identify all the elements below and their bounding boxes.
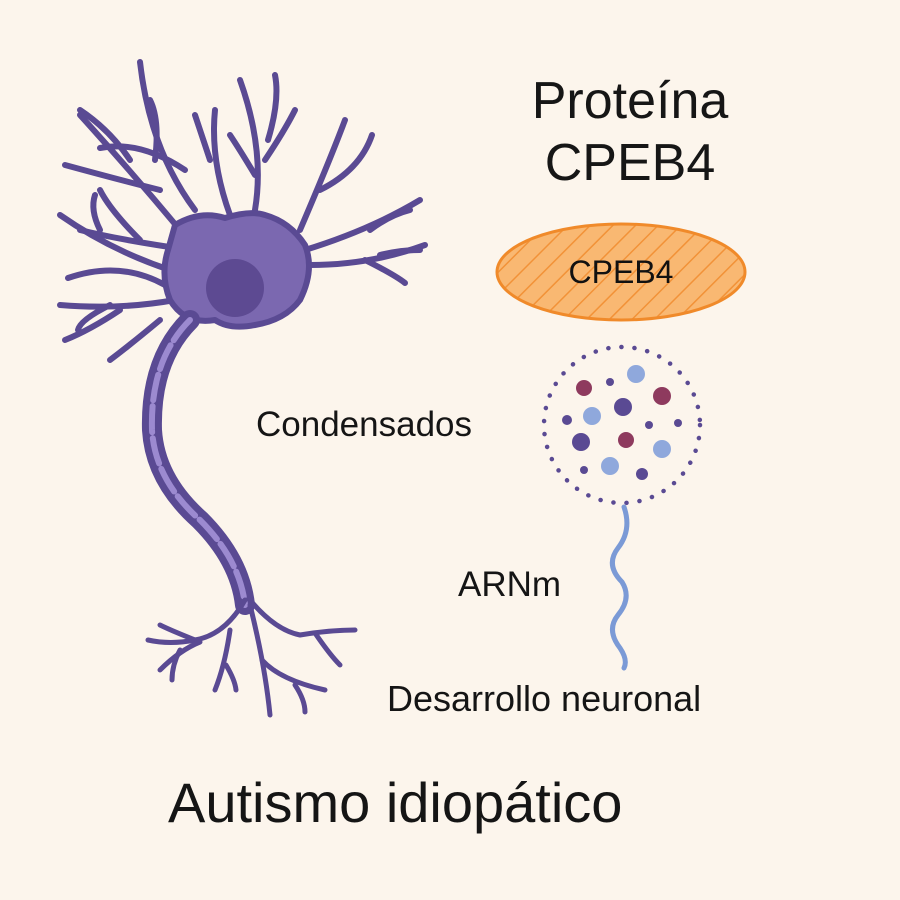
protein-ellipse-icon	[495, 222, 747, 322]
development-label: Desarrollo neuronal	[387, 678, 702, 719]
mrna-label: ARNm	[458, 565, 562, 604]
condensates-label: Condensados	[256, 405, 472, 444]
protein-title: Proteína CPEB4	[470, 70, 790, 194]
mrna-strand-icon	[609, 504, 630, 671]
title-line-1: Proteína	[531, 72, 729, 130]
bottom-title: Autismo idiopático	[168, 771, 623, 834]
title-line-2: CPEB4	[544, 134, 716, 192]
condensate-icon	[541, 344, 703, 506]
protein-label: CPEB4	[568, 254, 674, 290]
neuron-icon	[57, 59, 428, 718]
